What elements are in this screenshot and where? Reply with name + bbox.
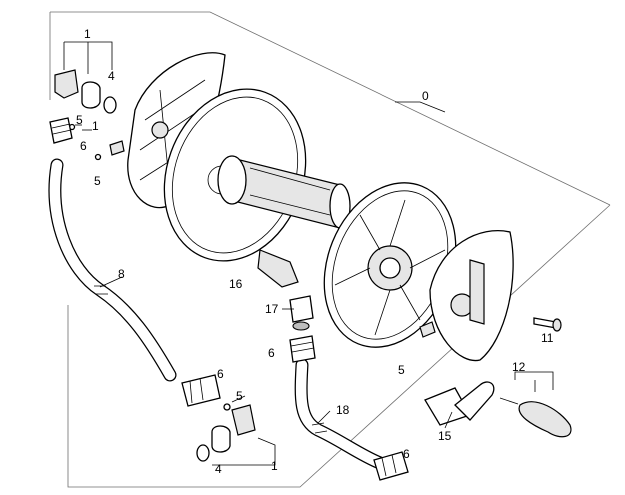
callout-4: 4 <box>108 69 115 83</box>
callout-5: 5 <box>398 363 405 377</box>
callout-11: 11 <box>541 331 554 345</box>
hose-8 <box>48 158 177 382</box>
callout-labels: 0 1 4 5 1 6 5 8 16 17 6 11 5 12 6 5 18 1… <box>76 27 554 476</box>
callout-5: 5 <box>236 389 243 403</box>
callout-1: 1 <box>271 459 278 473</box>
handle-12 <box>499 397 572 438</box>
fittings-center <box>257 249 316 363</box>
drum-flange-rear <box>323 182 457 348</box>
callout-6: 6 <box>403 447 410 461</box>
fittings-top-left <box>49 69 117 161</box>
bolt-11 <box>533 317 562 332</box>
callout-1: 1 <box>84 27 91 41</box>
fitting-lower-right <box>373 451 409 481</box>
wall-bracket-right <box>419 230 514 362</box>
callout-1: 1 <box>92 119 99 133</box>
callout-5: 5 <box>76 113 83 127</box>
hose-18 <box>294 358 387 470</box>
fittings-lower-left <box>181 374 256 462</box>
callout-12: 12 <box>512 360 526 374</box>
callout-5: 5 <box>94 174 101 188</box>
callout-16: 16 <box>229 277 243 291</box>
callout-17: 17 <box>265 302 279 316</box>
leader-lines <box>63 41 554 466</box>
callout-6: 6 <box>80 139 87 153</box>
callout-6: 6 <box>217 367 224 381</box>
callout-6: 6 <box>268 346 275 360</box>
callout-4: 4 <box>215 462 222 476</box>
callout-0: 0 <box>422 89 429 103</box>
crank-15 <box>424 381 495 426</box>
callout-15: 15 <box>438 429 452 443</box>
callout-18: 18 <box>336 403 350 417</box>
callout-8: 8 <box>118 267 125 281</box>
drum-core <box>217 155 351 229</box>
